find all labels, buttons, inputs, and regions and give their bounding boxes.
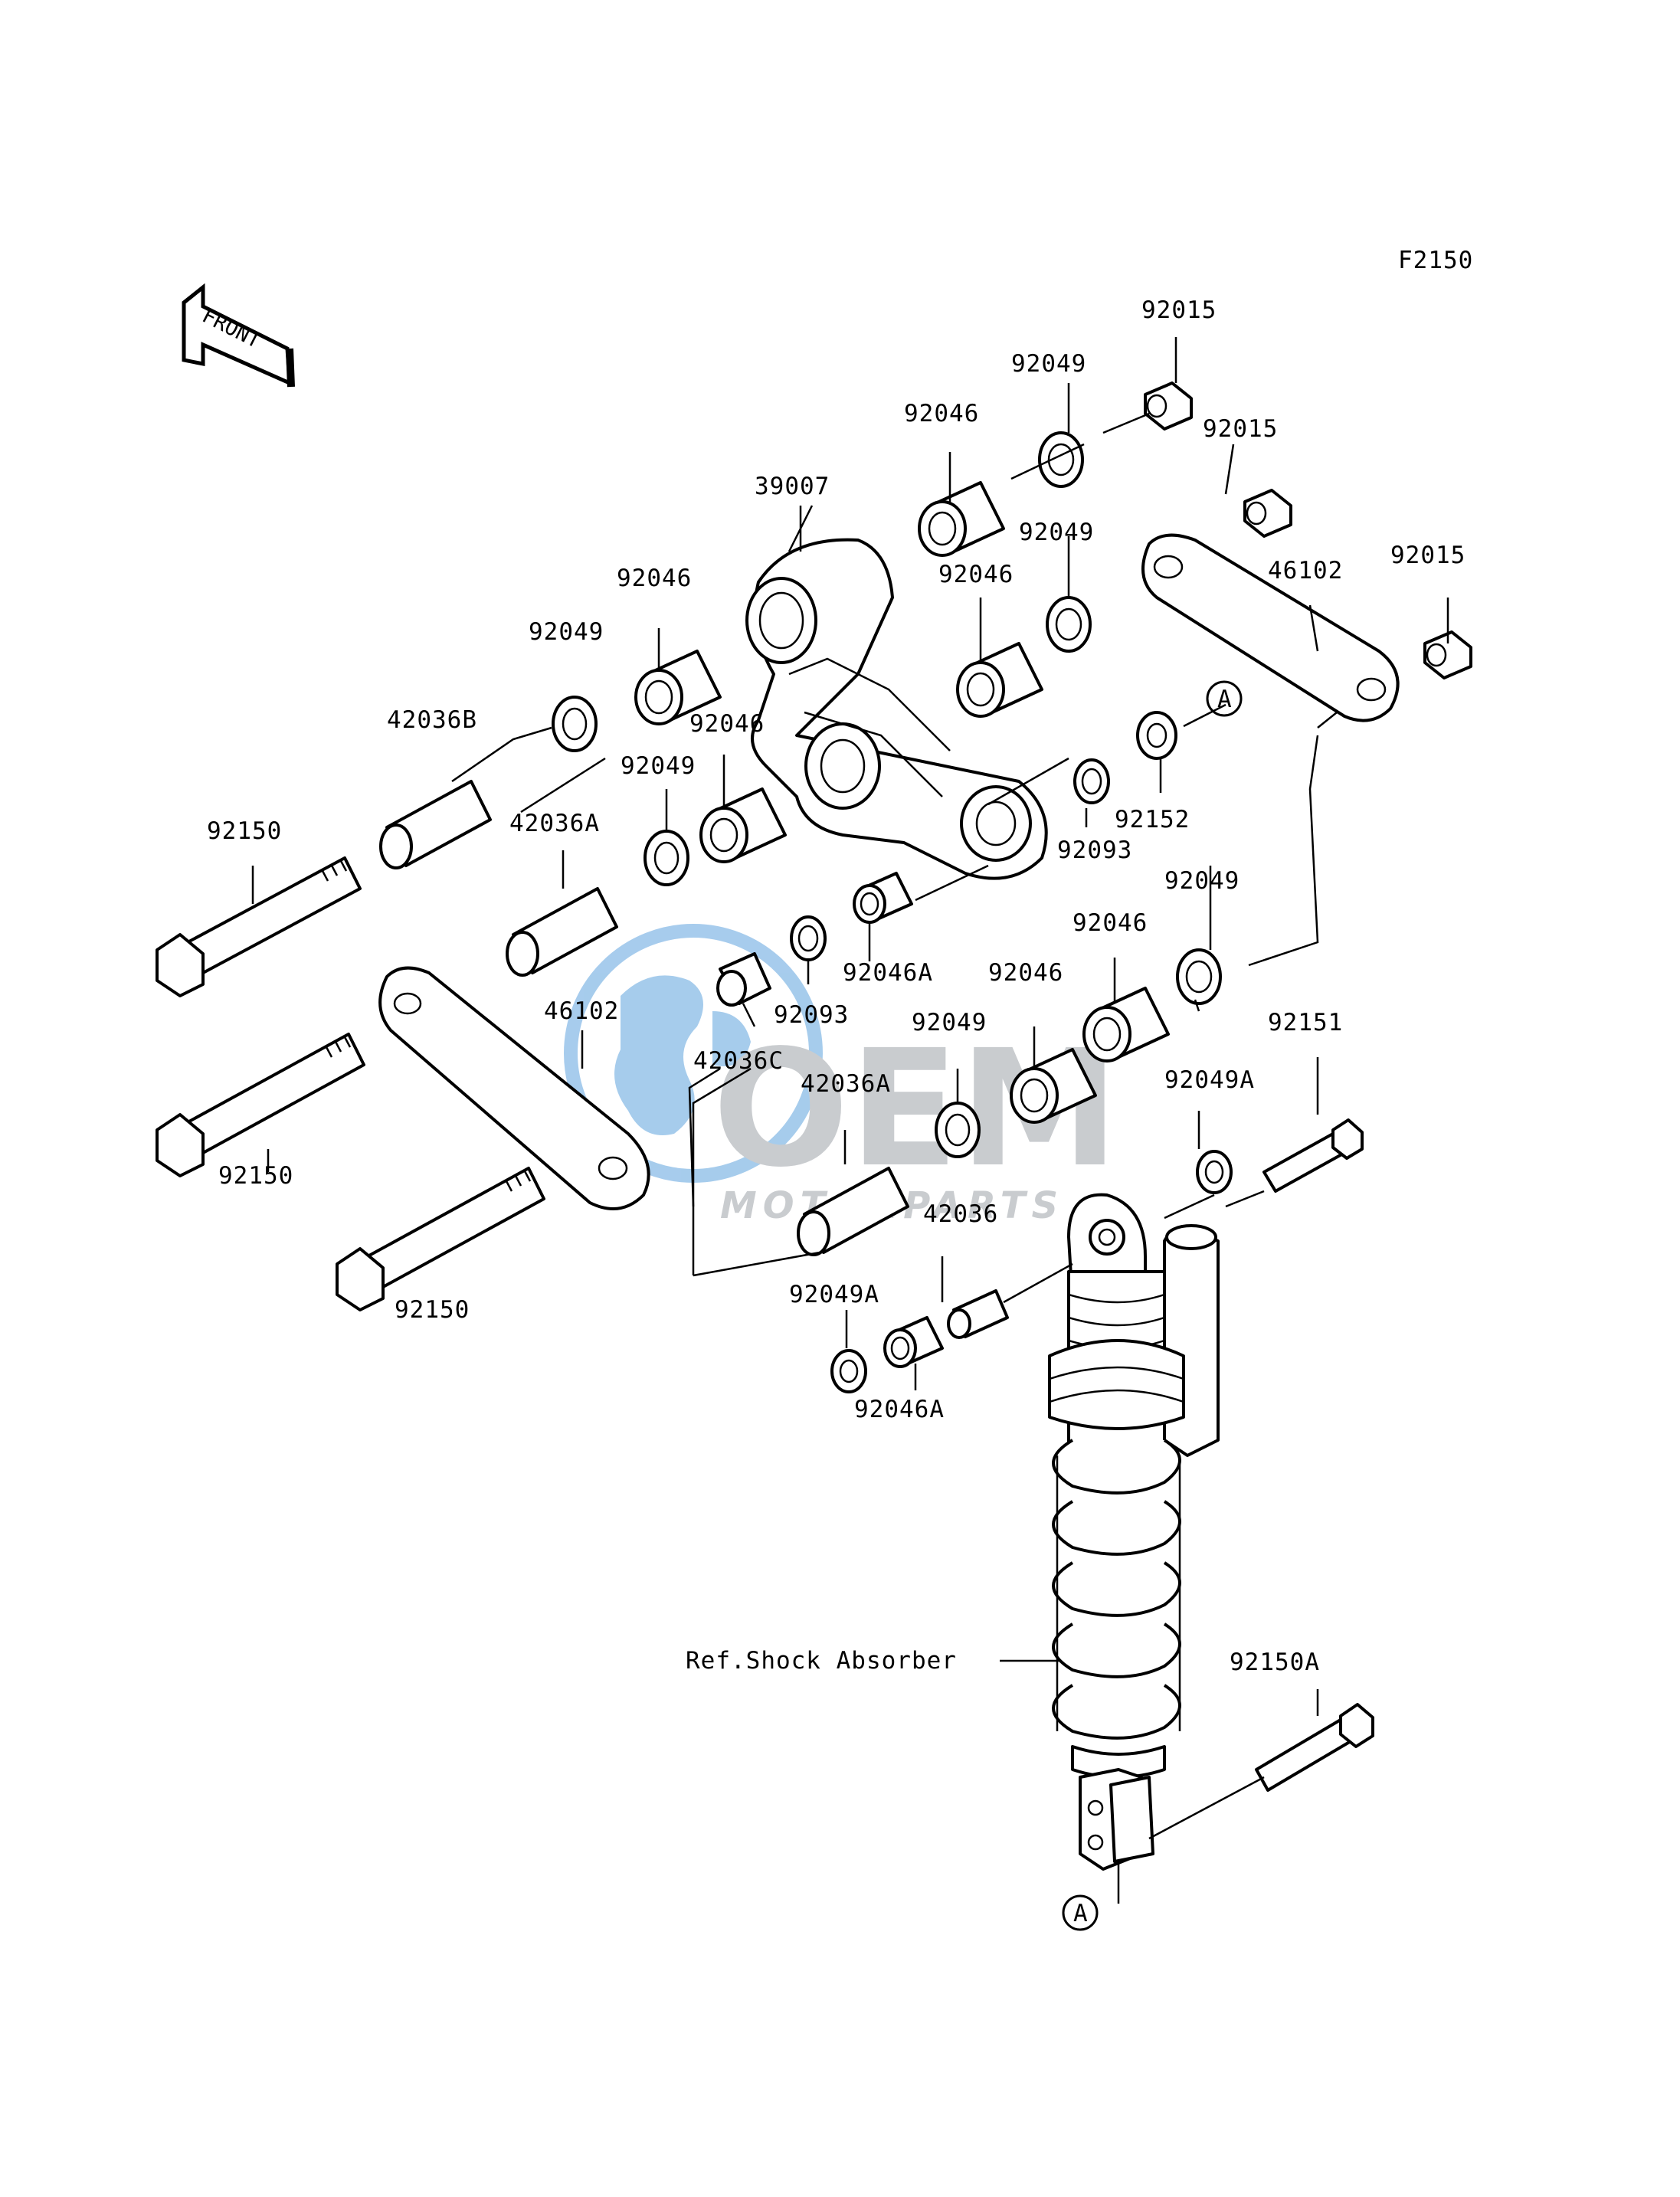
seal-92093-upper bbox=[1073, 758, 1110, 804]
part-label: 92049 bbox=[1011, 350, 1086, 378]
part-label: 92015 bbox=[1390, 542, 1465, 569]
seal-92093-lower bbox=[790, 915, 827, 961]
seal-92049A-lower bbox=[830, 1349, 867, 1393]
rocker-arm-39007 bbox=[745, 538, 1048, 880]
part-label: 92093 bbox=[1057, 837, 1132, 864]
part-label: 92049 bbox=[621, 752, 696, 780]
front-arrow-icon: FRONT bbox=[182, 283, 295, 388]
bearing-92046-f bbox=[1010, 1048, 1097, 1124]
part-label: 92049A bbox=[1164, 1066, 1255, 1094]
part-label: 92150 bbox=[395, 1296, 470, 1324]
seal-92049A-upper bbox=[1196, 1150, 1233, 1194]
bearing-92046-e bbox=[1082, 987, 1170, 1062]
part-label: 92049A bbox=[789, 1281, 879, 1308]
part-label: 92151 bbox=[1268, 1009, 1343, 1036]
leader-lines bbox=[251, 337, 1449, 1904]
part-label: 46102 bbox=[544, 997, 619, 1025]
diagram-code: F2150 bbox=[1398, 247, 1473, 274]
part-labels: 92015 92049 92015 92046 39007 92049 9201… bbox=[207, 296, 1465, 1676]
part-label: 42036C bbox=[693, 1047, 784, 1075]
bearing-92046-a bbox=[918, 481, 1005, 557]
nut-92015-b bbox=[1243, 489, 1292, 538]
part-label: 92049 bbox=[1164, 867, 1240, 895]
part-label: 92049 bbox=[529, 618, 604, 646]
nut-92015-c bbox=[1423, 630, 1472, 679]
part-label: 92046 bbox=[988, 959, 1063, 987]
part-label: 92046 bbox=[938, 561, 1014, 588]
seal-92049-c bbox=[552, 696, 598, 752]
collar-42036C bbox=[716, 952, 771, 1007]
collar-42036A-lower bbox=[797, 1167, 909, 1256]
tie-rod-lower bbox=[378, 966, 650, 1210]
part-label: 92046 bbox=[617, 565, 692, 592]
seal-92049-f bbox=[935, 1102, 981, 1158]
bolt-92150-upper bbox=[156, 856, 362, 997]
part-label: 42036 bbox=[923, 1200, 998, 1228]
bolt-92150A bbox=[1255, 1703, 1374, 1792]
seal-92049-d bbox=[644, 830, 689, 886]
bearing-92046A-upper bbox=[853, 872, 913, 924]
part-label: 92046 bbox=[689, 710, 765, 738]
part-label: 92046A bbox=[854, 1396, 945, 1423]
washer-92152 bbox=[1136, 711, 1177, 760]
svg-text:A: A bbox=[1217, 686, 1233, 713]
tie-rod-upper bbox=[1141, 533, 1400, 722]
part-label: 92150A bbox=[1230, 1649, 1320, 1676]
part-label: 92150 bbox=[207, 817, 282, 845]
part-label: 46102 bbox=[1268, 557, 1343, 584]
bolt-92150-lower bbox=[336, 1167, 545, 1311]
bearing-92046-d bbox=[699, 787, 787, 863]
watermark-continents-icon bbox=[614, 975, 751, 1135]
part-label: 92049 bbox=[1019, 519, 1094, 546]
bearing-92046-c bbox=[956, 642, 1043, 718]
part-label: 92046 bbox=[1073, 909, 1148, 937]
svg-text:A: A bbox=[1073, 1900, 1089, 1927]
part-label: 42036A bbox=[801, 1070, 891, 1098]
bearing-92046A-lower bbox=[883, 1316, 944, 1368]
part-label: 42036B bbox=[387, 706, 477, 734]
part-label: 42036A bbox=[509, 810, 600, 837]
part-label: 92150 bbox=[218, 1162, 293, 1190]
seal-92049-b bbox=[1046, 596, 1092, 653]
bearing-92046-b bbox=[634, 650, 722, 725]
part-label: 92046 bbox=[904, 400, 979, 427]
part-label: 39007 bbox=[755, 473, 830, 500]
bolt-92150-middle bbox=[156, 1033, 365, 1177]
part-label: 92015 bbox=[1203, 415, 1278, 443]
ref-shock-label: Ref.Shock Absorber bbox=[686, 1647, 957, 1675]
part-label: 92093 bbox=[774, 1001, 849, 1029]
marker-A-upper: A bbox=[1206, 680, 1243, 717]
bolt-92151 bbox=[1262, 1118, 1364, 1193]
part-label: 92049 bbox=[912, 1009, 987, 1036]
seal-92049-a bbox=[1038, 431, 1084, 488]
shock-absorber bbox=[1048, 1193, 1220, 1871]
nut-92015-a bbox=[1144, 381, 1193, 431]
part-label: 92015 bbox=[1141, 296, 1217, 324]
collar-42036A-upper bbox=[506, 887, 618, 977]
part-label: 92046A bbox=[843, 959, 933, 987]
collar-42036 bbox=[947, 1289, 1009, 1339]
collar-42036B bbox=[379, 780, 492, 869]
seal-92049-e bbox=[1176, 948, 1222, 1005]
part-label: 92152 bbox=[1115, 806, 1190, 833]
marker-A-lower: A bbox=[1062, 1894, 1099, 1931]
